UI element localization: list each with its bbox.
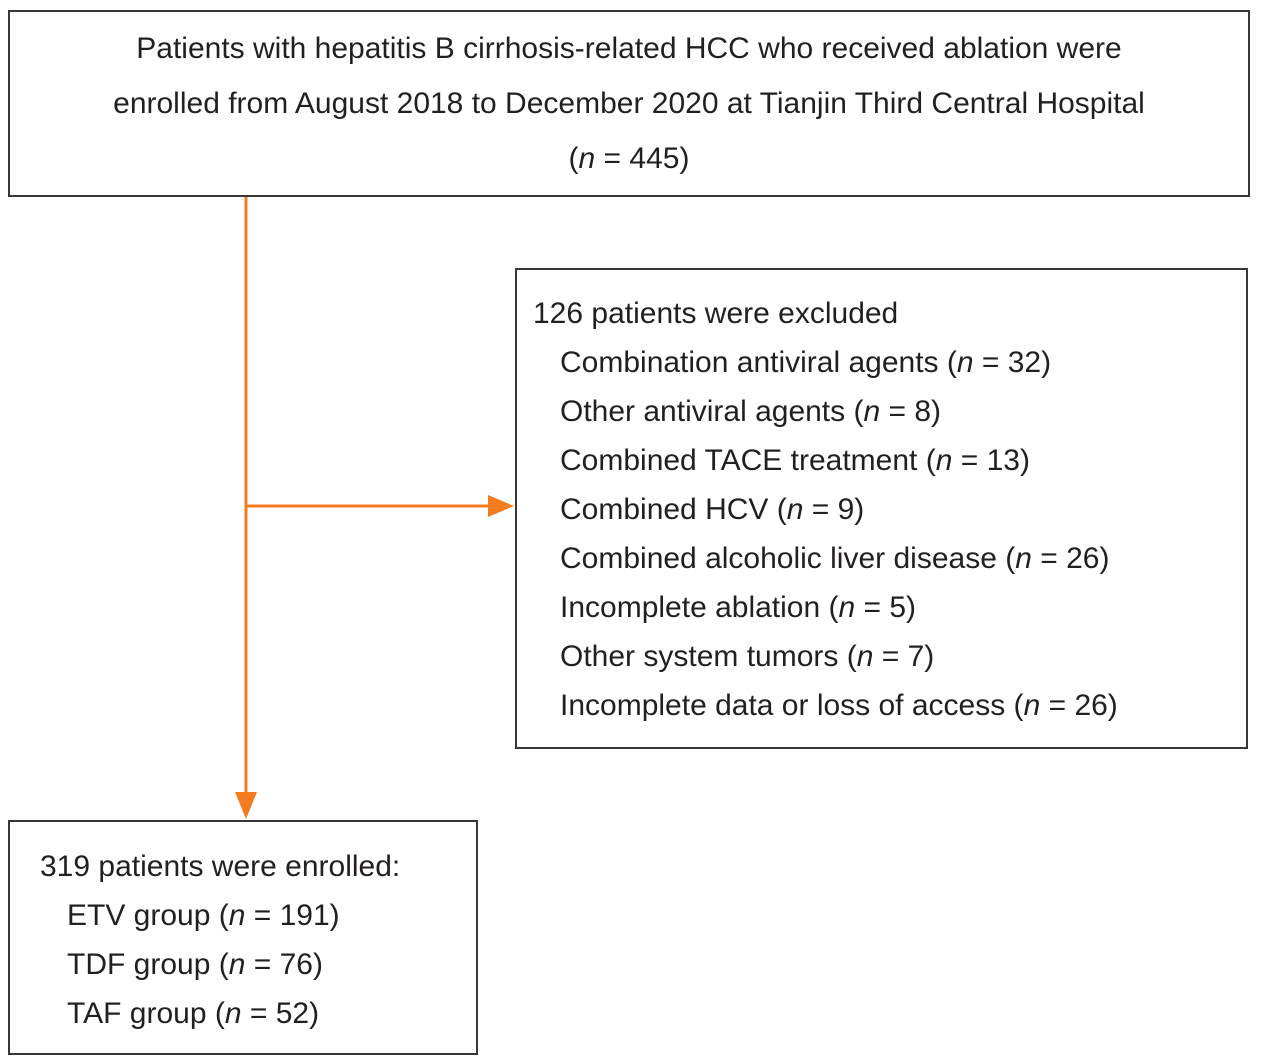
exclusion-item: Combined HCV (n = 9) <box>560 493 865 526</box>
exclusion-item: Combination antiviral agents (n = 32) <box>560 346 1052 379</box>
n-symbol: n <box>856 640 874 673</box>
exclusion-item: Incomplete data or loss of access (n = 2… <box>560 689 1118 722</box>
exclusion-item: Combined alcoholic liver disease (n = 26… <box>560 542 1110 575</box>
n-symbol: n <box>838 591 856 624</box>
n-symbol: n <box>224 997 242 1030</box>
n-symbol: n <box>1023 689 1041 722</box>
n-symbol: n <box>578 142 596 175</box>
exclusion-header: 126 patients were excluded <box>533 297 899 330</box>
n-symbol: n <box>228 948 246 981</box>
exclusion-item: Incomplete ablation (n = 5) <box>560 591 917 624</box>
enrolled-group-item: TAF group (n = 52) <box>67 997 320 1030</box>
enrollment-source-box: Patients with hepatitis B cirrhosis-rela… <box>8 10 1250 197</box>
enrollment-count: (n = 445) <box>568 142 690 175</box>
arrow-down-icon <box>235 792 257 819</box>
exclusion-box: 126 patients were excluded Combination a… <box>515 268 1248 749</box>
enrollment-line-2: enrolled from August 2018 to December 20… <box>113 87 1145 120</box>
n-symbol: n <box>863 395 881 428</box>
n-symbol: n <box>786 493 804 526</box>
enrolled-group-item: TDF group (n = 76) <box>67 948 323 981</box>
exclusion-item: Combined TACE treatment (n = 13) <box>560 444 1030 477</box>
enrolled-group-item: ETV group (n = 191) <box>67 899 340 932</box>
enrollment-line-1: Patients with hepatitis B cirrhosis-rela… <box>136 32 1122 65</box>
enrolled-header: 319 patients were enrolled: <box>40 850 401 883</box>
n-symbol: n <box>956 346 974 379</box>
exclusion-item: Other system tumors (n = 7) <box>560 640 935 673</box>
arrow-right-icon <box>488 495 514 517</box>
n-symbol: n <box>935 444 953 477</box>
n-symbol: n <box>1015 542 1032 575</box>
n-symbol: n <box>228 899 246 932</box>
enrolled-groups-box: 319 patients were enrolled: ETV group (n… <box>8 820 478 1055</box>
exclusion-item: Other antiviral agents (n = 8) <box>560 395 942 428</box>
